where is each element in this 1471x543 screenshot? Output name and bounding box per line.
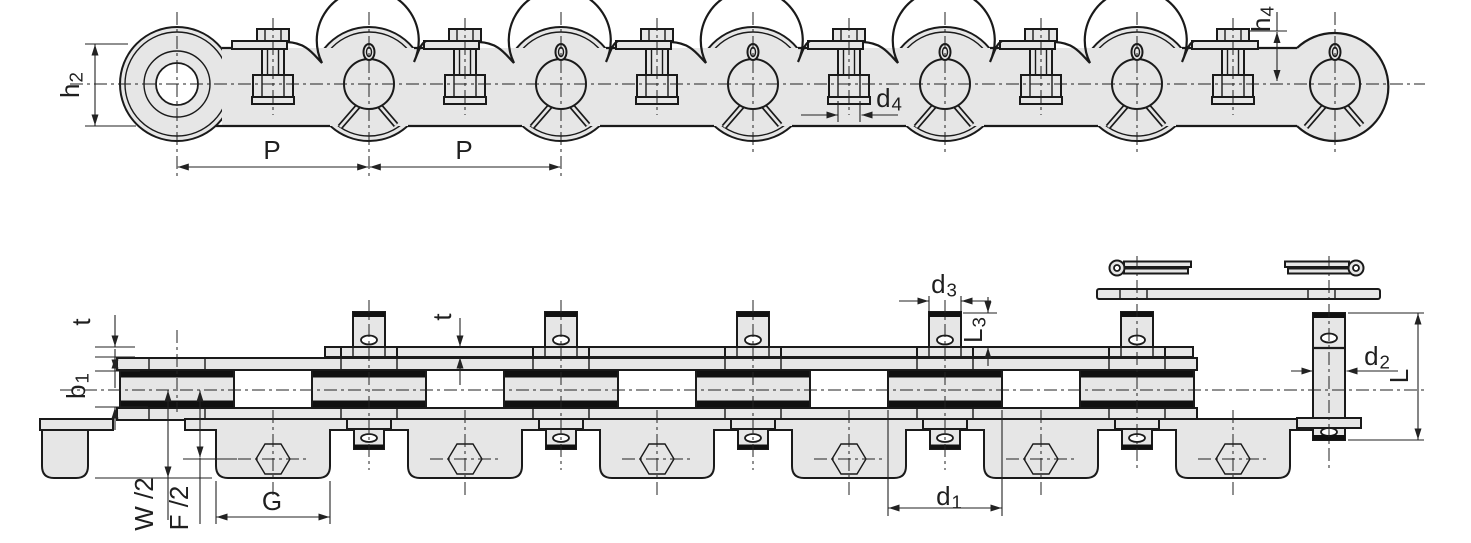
dim-g — [215, 481, 331, 524]
strap — [231, 40, 288, 50]
dim-f-half — [183, 390, 237, 524]
exploded-outer-plate — [1096, 288, 1381, 300]
dim-l — [1348, 312, 1424, 441]
strap — [807, 40, 864, 50]
dim-label-p2: P — [455, 135, 473, 165]
dim-label-p1: P — [263, 135, 281, 165]
dim-label-t-mid: t — [427, 313, 457, 321]
dim-b1 — [95, 349, 148, 430]
strap — [999, 40, 1056, 50]
exploded-cotter-pin-right — [1284, 259, 1365, 277]
dim-h4 — [1249, 12, 1287, 81]
strap — [423, 40, 480, 50]
strap — [1191, 40, 1259, 50]
dim-label-f-half: F /2 — [164, 485, 194, 531]
plan-view — [39, 256, 1425, 524]
dim-label-l: L — [1384, 368, 1414, 384]
dim-label-w-half: W /2 — [129, 477, 159, 531]
dim-label-t-left: t — [66, 318, 96, 326]
dim-d4 — [801, 101, 898, 122]
bracket-partial-left — [39, 418, 114, 479]
dim-w-half — [95, 390, 212, 520]
dim-label-g: G — [261, 486, 283, 516]
inner-plate-bar-top — [116, 357, 1198, 371]
exploded-cotter-pin-left — [1108, 259, 1192, 277]
strap — [615, 40, 672, 50]
dim-d1 — [887, 410, 1003, 516]
side-view — [70, 0, 1425, 176]
dim-l3 — [963, 297, 997, 366]
dim-h2 — [85, 43, 136, 127]
dim-d3 — [899, 296, 991, 311]
